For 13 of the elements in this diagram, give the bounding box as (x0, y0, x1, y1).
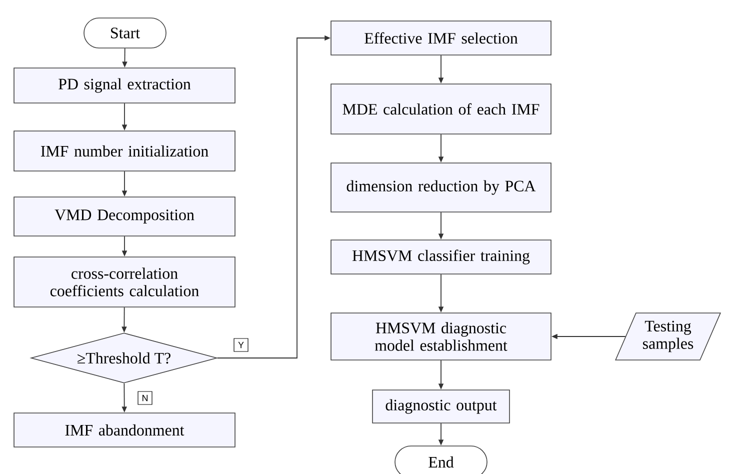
process-box: Effective IMF selection (330, 20, 552, 56)
process-box: IMF abandonment (14, 412, 236, 448)
process-box: HMSVM diagnostic model establishment (330, 312, 552, 360)
process-box: dimension reduction by PCA (330, 162, 552, 212)
process-box: IMF number initialization (14, 130, 236, 172)
process-box: HMSVM classifier training (330, 240, 552, 274)
process-box: VMD Decomposition (14, 196, 236, 236)
process-box: MDE calculation of each IMF (330, 84, 552, 134)
edge-label: N (138, 391, 152, 405)
process-box: cross-correlation coefficients calculation (14, 256, 236, 308)
process-box: PD signal extraction (14, 68, 236, 104)
process-box: diagnostic output (372, 390, 510, 424)
edge-label: Y (234, 338, 248, 352)
